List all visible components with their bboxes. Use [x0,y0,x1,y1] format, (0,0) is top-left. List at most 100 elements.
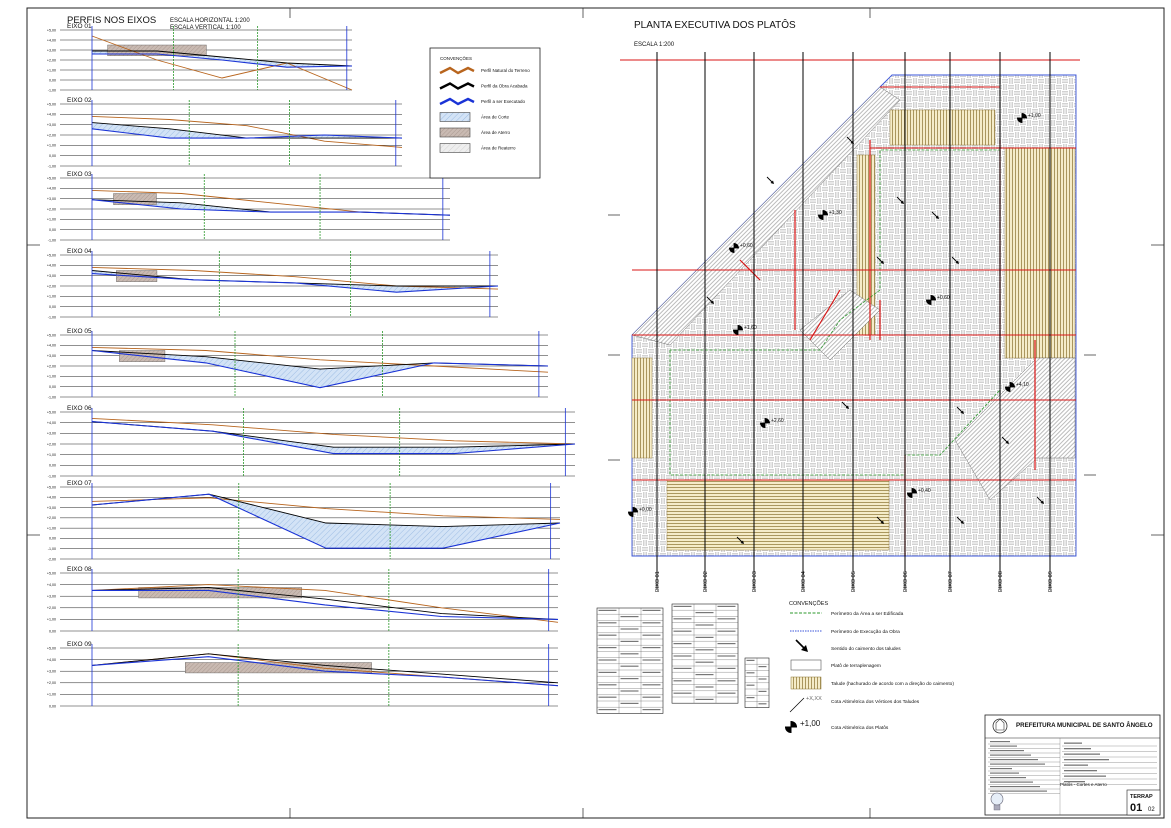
profile-tick-label: +2,00 [47,606,56,610]
profile-tick-label: +1,00 [47,295,56,299]
profile-tick-label: +5,00 [47,28,56,32]
profile-tick-label: -1,00 [48,474,56,478]
profile-tick-label: +5,00 [47,410,56,414]
plan-legend-item-1: Perímetro de Execução da Obra [831,629,900,635]
legend-area-swatch [439,143,471,153]
profile-tick-label: +4,00 [47,264,56,268]
profile-tick-label: 0,00 [49,704,56,708]
quantity-table [596,607,664,714]
quantity-table [744,657,770,708]
profile-label-3: EIXO 03 [67,171,92,178]
profile-tick-label: +5,00 [47,571,56,575]
profile-tick-label: 0,00 [49,78,56,82]
profile-tick-label: 0,00 [49,385,56,389]
talude-right [1004,147,1076,359]
profile-label-4: EIXO 04 [67,248,92,255]
finished-profile-line [91,587,559,620]
profile-legend-item-3: Área de Corte [481,114,510,120]
profile-tick-label: 0,00 [49,464,56,468]
executed-profile-line [91,349,549,389]
profile-tick-label: +4,00 [47,113,56,117]
plan-elevation-label-0: +1,00 [1028,113,1041,119]
slope-arrow-icon [795,639,808,652]
plato-elevation-marker: +4,10 [1005,382,1029,392]
cut-area [92,199,450,216]
cut-area [92,270,498,293]
border-ticks [27,8,1164,818]
plan-axis-label-7: EIXO 07 [948,571,954,592]
plan-red-edge [809,289,841,341]
profile-tick-label: +3,00 [47,48,56,52]
company-logo-icon [990,792,1004,811]
profiles-scale-h: ESCALA HORIZONTAL 1:200 [170,18,250,24]
plato-elevation-marker: +0,60 [729,243,753,253]
profile-tick-label: +2,00 [47,284,56,288]
plan-legend-item-2: Sentido do caimento dos taludes [831,646,901,652]
plan-legend-title: CONVENÇÕES [789,600,828,607]
plato-elevation-marker: +1,60 [733,325,757,335]
talude-symbol [790,676,822,690]
title-block: PREFEITURA MUNICIPAL DE SANTO ÂNGELO Pla… [984,714,1161,816]
profile-tick-label: +5,00 [47,176,56,180]
profile-eixo-8: EIXO 08+5,00+4,00+3,00+2,00+1,000,00 [47,566,559,633]
profile-tick-label: -1,00 [48,315,56,319]
plan-axis-label-5: EIXO 05 [851,571,857,592]
profile-tick-label: +4,00 [47,38,56,42]
plan-elevation-label-4: +0,60 [937,295,950,301]
plan-elevation-label-2: +0,60 [740,243,753,249]
profile-tick-label: +3,00 [47,123,56,127]
executed-profile-line [91,273,499,293]
profile-eixo-9: EIXO 09+5,00+4,00+3,00+2,00+1,000,00 [47,641,559,708]
executed-profile-line [91,199,451,216]
natural-profile-line [91,266,499,290]
plan-elevation-label-7: +4,10 [1016,382,1029,388]
profile-tick-label: +3,00 [47,274,56,278]
profile-tick-label: +1,00 [47,453,56,457]
slope-arrow-icon [876,256,884,264]
executed-profile-line [92,53,353,68]
profile-legend-item-5: Área de Reaterro [481,145,516,151]
profile-tick-label: +2,00 [47,516,56,520]
plan-elevation-label-6: +2,60 [771,418,784,424]
profiles-title: PERFIS NOS EIXOS [67,15,156,26]
profile-tick-label: +5,00 [47,333,56,337]
plan-axis-label-8: EIXO 08 [998,571,1004,592]
profile-tick-label: +4,00 [47,187,56,191]
plato-elevation-marker: +0,60 [926,295,950,305]
profile-tick-label: 0,00 [49,154,56,158]
profile-eixo-3: EIXO 03+5,00+4,00+3,00+2,00+1,000,00-1,0… [47,171,451,242]
profile-label-9: EIXO 09 [67,641,92,648]
profile-tick-label: +4,00 [47,658,56,662]
executed-profile-line [91,421,576,455]
executed-profile-line [91,656,559,687]
plan-legend-item-6: Cota Altimétrica dos Platôs [831,725,889,731]
profile-legend-item-4: Área de Aterro [481,129,511,135]
profile-eixo-4: EIXO 04+5,00+4,00+3,00+2,00+1,000,00-1,0… [47,248,499,319]
profile-eixo-7: EIXO 07+5,00+4,00+3,00+2,00+1,000,00-1,0… [47,480,561,561]
profile-tick-label: 0,00 [49,537,56,541]
plan-legend-item-5: Cota Altimétrica dos Vértices dos Talude… [831,699,920,705]
natural-profile-line [91,584,559,623]
profile-tick-label: +3,00 [47,354,56,358]
plan-axis-label-6: EIXO 06 [903,571,909,592]
quantity-table [671,603,739,704]
slope-arrow-icon [1036,496,1044,504]
legend-line-swatch [439,97,475,106]
plato-elevation-icon: +1,00 [785,719,821,733]
plan-legend-item-3: Platô de terraplenagem [831,663,881,669]
plato-symbol [790,659,822,671]
profile-tick-label: +3,00 [47,432,56,436]
vertex-elevation-icon: +X,XX [789,696,822,713]
cut-area [92,421,575,454]
natural-profile-line [91,35,353,91]
profile-tick-label: +1,00 [47,526,56,530]
sheet-subtitle: Platôs - Cortes e Aterro [1060,782,1107,787]
sheet-number: 01 [1130,802,1142,814]
plan-legend-item-0: Perímetro da Área a ser Edificada [831,610,904,617]
slope-arrow-icon [706,296,714,304]
slope-arrow-icon [1001,436,1009,444]
profile-label-7: EIXO 07 [67,480,92,487]
plan-elevation-label-3: +1,30 [829,210,842,216]
plato-elevation-marker: +2,60 [760,418,784,428]
